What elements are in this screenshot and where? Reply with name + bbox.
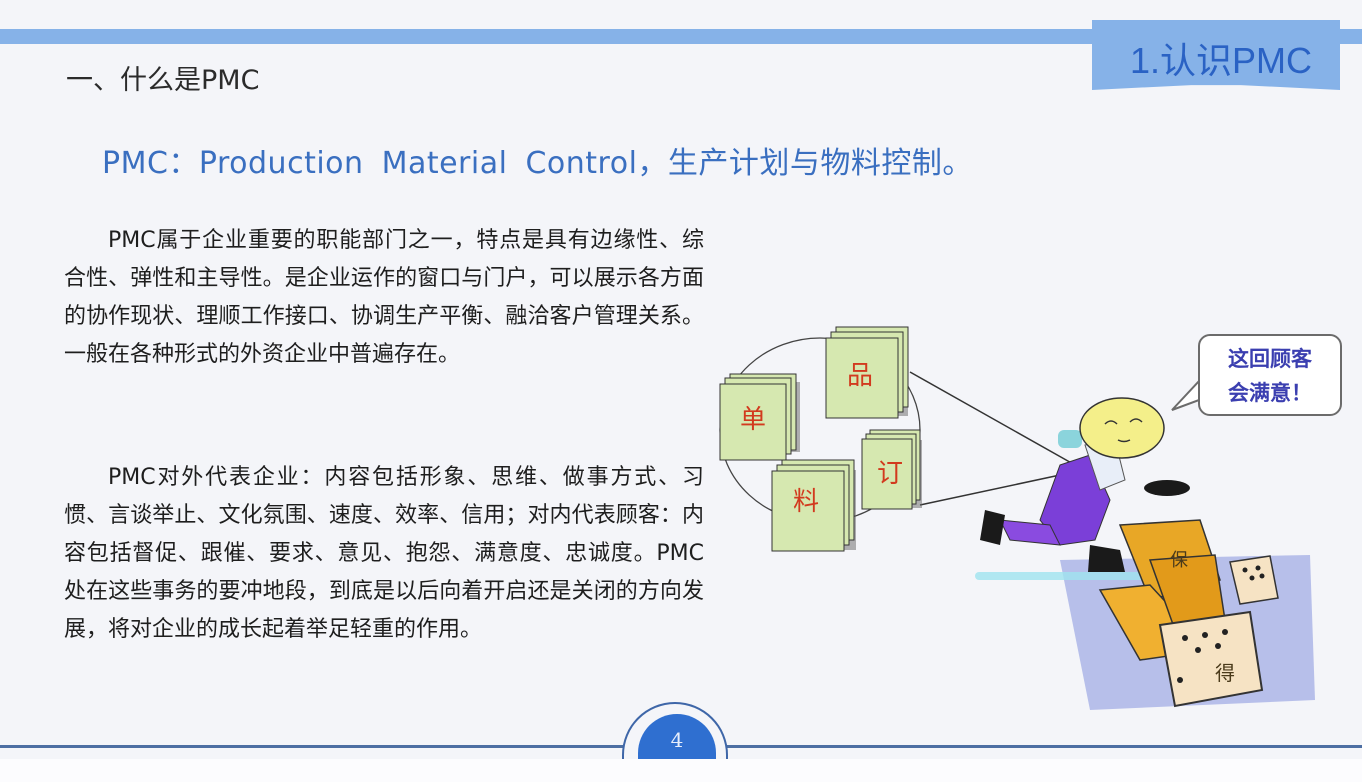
die-small — [1229, 555, 1279, 605]
pmc-definition: PMC：Production Material Control，生产计划与物料控… — [102, 146, 973, 181]
doc-label-liao: 料 — [793, 487, 819, 517]
smiley-face-icon — [1079, 397, 1165, 459]
ice-streak — [975, 572, 1175, 580]
rope-line-lower — [919, 474, 1061, 506]
section-tab: 1.认识PMC — [1092, 20, 1340, 90]
doc-label-ding: 订 — [877, 459, 903, 489]
page-heading: 一、什么是PMC — [66, 65, 260, 96]
section-tab-label: 1.认识PMC — [1129, 40, 1312, 81]
speech-bubble: 这回顾客 会满意！ — [1198, 334, 1342, 416]
document-stack-dan: 单 — [719, 373, 800, 461]
gold-bar-label: 保 — [1170, 550, 1188, 571]
footer-band — [0, 759, 1362, 782]
document-stack-liao: 料 — [771, 459, 856, 552]
document-stack-pin: 品 — [825, 326, 909, 419]
skater-figure — [980, 430, 1126, 572]
doc-label-dan: 单 — [740, 405, 766, 435]
die-label: 得 — [1215, 661, 1235, 685]
doc-label-pin: 品 — [847, 361, 873, 391]
speech-bubble-line-1: 这回顾客 — [1228, 347, 1312, 371]
speech-bubble-line-2: 会满意！ — [1228, 381, 1312, 405]
die-large: 得 — [1158, 610, 1264, 708]
hockey-puck — [1144, 480, 1190, 496]
header-accent-bar — [0, 29, 1362, 44]
rope-line-upper — [909, 371, 1076, 466]
paragraph-role: PMC属于企业重要的职能部门之一，特点是具有边缘性、综合性、弹性和主导性。是企业… — [64, 228, 704, 367]
document-stack-ding: 订 — [861, 429, 922, 510]
gold-bars: 保 — [1098, 519, 1226, 661]
paragraph-representation: PMC对外代表企业：内容包括形象、思维、做事方式、习惯、言谈举止、文化氛围、速度… — [64, 465, 704, 642]
